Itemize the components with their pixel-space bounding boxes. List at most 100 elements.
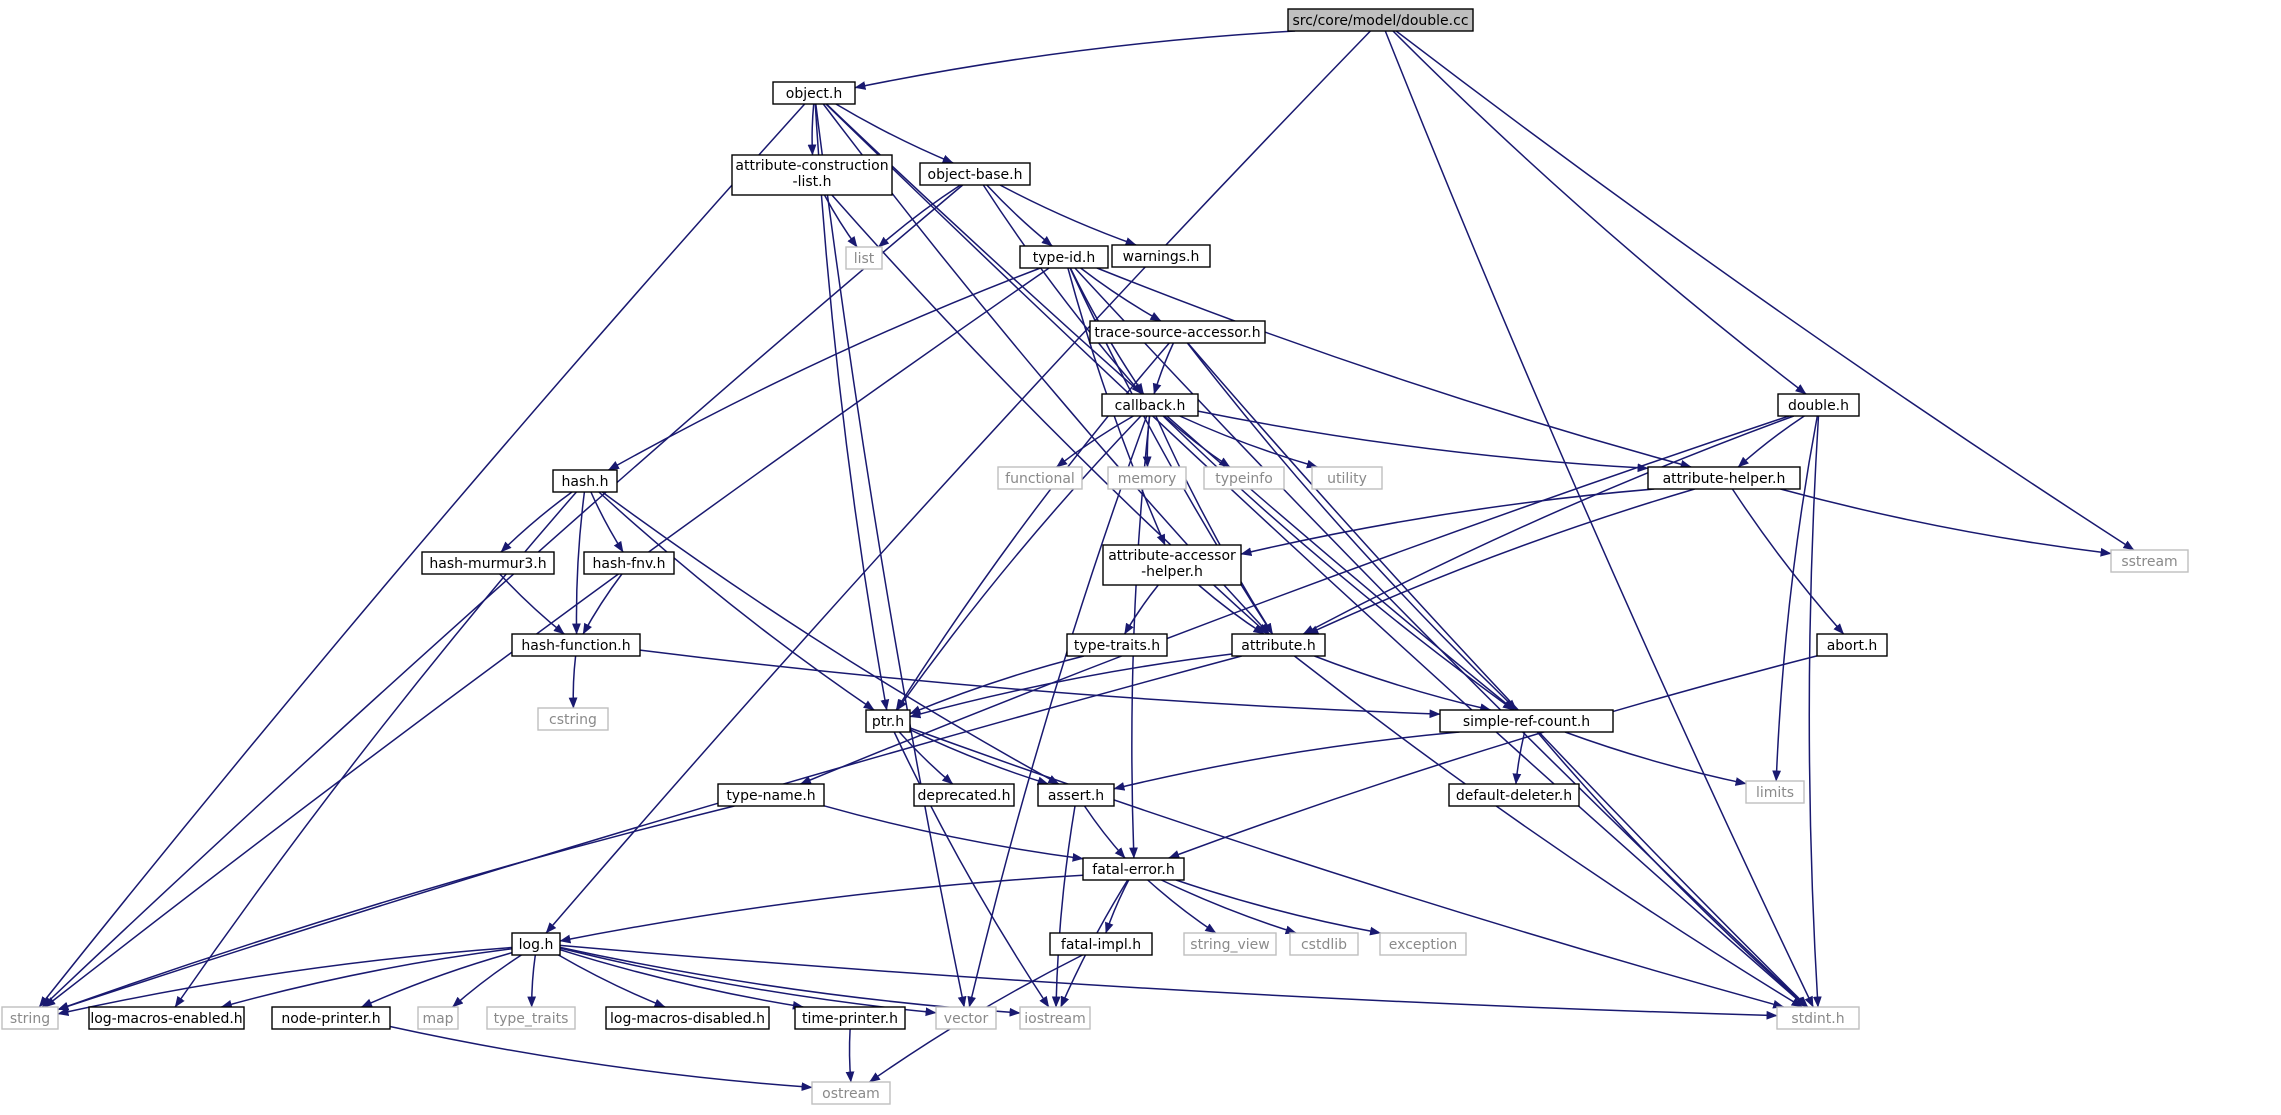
edge-assert_h-to-fatal_error	[1083, 805, 1126, 859]
edge-simple_ref-to-assert_h	[1113, 731, 1460, 791]
node-attribute_h[interactable]: attribute.h	[1231, 633, 1326, 657]
edge-type_id-to-string	[44, 267, 1050, 1008]
node-label: vector	[944, 1011, 989, 1027]
node-label: string_view	[1190, 937, 1269, 953]
node-label: hash.h	[562, 474, 609, 490]
node-label: double.h	[1788, 398, 1849, 414]
node-label: limits	[1756, 785, 1794, 801]
edge-root-to-object_h	[854, 30, 1296, 90]
node-type_traits_h[interactable]: type-traits.h	[1066, 633, 1168, 657]
node-node_printer[interactable]: node-printer.h	[271, 1006, 391, 1030]
edge-attr_accessor-to-type_traits_h	[1123, 584, 1159, 635]
edge-fatal_error-to-log_h	[559, 874, 1084, 944]
nodes-layer: src/core/model/double.cc object.h attribut…	[1, 8, 2189, 1105]
node-label: simple-ref-count.h	[1463, 714, 1590, 730]
node-type_name[interactable]: type-name.h	[717, 783, 825, 807]
node-log_disabled[interactable]: log-macros-disabled.h	[605, 1006, 770, 1030]
node-abort_h[interactable]: abort.h	[1816, 633, 1888, 657]
node-hash_function[interactable]: hash-function.h	[511, 633, 641, 657]
node-label: hash-murmur3.h	[429, 556, 546, 572]
edge-assert_h-to-iostream	[1051, 805, 1076, 1008]
node-box	[1231, 633, 1326, 657]
node-hash_fnv[interactable]: hash-fnv.h	[583, 551, 675, 575]
node-hash_murmur[interactable]: hash-murmur3.h	[421, 551, 555, 575]
node-exception: exception	[1379, 932, 1467, 956]
node-list: list	[845, 246, 883, 270]
node-label: ostream	[822, 1086, 880, 1102]
node-box	[1647, 466, 1801, 490]
node-attr_construction[interactable]: attribute-construction-list.h	[731, 154, 893, 196]
node-fatal_error[interactable]: fatal-error.h	[1082, 857, 1185, 881]
edge-callback-to-attribute_h	[1155, 415, 1274, 635]
node-hash_h[interactable]: hash.h	[552, 469, 618, 493]
node-attr_helper[interactable]: attribute-helper.h	[1647, 466, 1801, 490]
node-typeinfo: typeinfo	[1203, 466, 1285, 490]
edge-fatal_error-to-exception	[1175, 879, 1382, 936]
node-ptr_h[interactable]: ptr.h	[865, 709, 911, 733]
edge-type_traits_h-to-ptr_h	[909, 655, 1085, 715]
edge-type_id-to-attr_helper	[1096, 267, 1692, 469]
node-root: src/core/model/double.cc	[1287, 8, 1474, 32]
node-functional: functional	[997, 466, 1083, 490]
node-double_h[interactable]: double.h	[1777, 393, 1860, 417]
node-box	[1049, 932, 1153, 956]
edge-object_h-to-attr_construction	[807, 103, 817, 156]
node-box	[1776, 1006, 1860, 1030]
edge-object_h-to-string	[38, 103, 806, 1008]
edge-double_h-to-type_name	[799, 415, 1790, 785]
edge-callback-to-functional	[1056, 415, 1134, 468]
node-trace_source[interactable]: trace-source-accessor.h	[1089, 320, 1266, 344]
node-label: -list.h	[793, 174, 832, 190]
node-box	[865, 709, 911, 733]
node-label: log.h	[519, 937, 554, 953]
node-label: deprecated.h	[917, 788, 1010, 804]
node-warnings[interactable]: warnings.h	[1111, 244, 1211, 268]
edge-callback-to-ptr_h	[896, 415, 1142, 711]
edge-type_id-to-stdint	[1074, 267, 1808, 1008]
edge-abort_h-to-fatal_error	[1168, 655, 1818, 859]
node-log_h[interactable]: log.h	[511, 932, 561, 956]
node-log_enabled[interactable]: log-macros-enabled.h	[88, 1006, 245, 1030]
edge-double_h-to-attribute_h	[1302, 415, 1795, 635]
node-box	[772, 81, 856, 105]
node-box	[1287, 8, 1474, 32]
node-attr_accessor[interactable]: attribute-accessor-helper.h	[1102, 544, 1242, 586]
node-box	[1102, 544, 1242, 586]
node-stdint: stdint.h	[1776, 1006, 1860, 1030]
edge-attr_helper-to-sstream	[1780, 488, 2112, 557]
node-assert_h[interactable]: assert.h	[1037, 783, 1115, 807]
node-map: map	[417, 1006, 459, 1030]
node-object_h[interactable]: object.h	[772, 81, 856, 105]
node-box	[731, 154, 893, 196]
edge-ptr_h-to-assert_h	[909, 729, 1049, 786]
node-box	[1448, 783, 1580, 807]
node-label: callback.h	[1115, 398, 1186, 414]
node-default_deleter[interactable]: default-deleter.h	[1448, 783, 1580, 807]
node-object_base[interactable]: object-base.h	[919, 162, 1031, 186]
edge-callback-to-typeinfo	[1163, 415, 1231, 468]
node-box	[1745, 780, 1805, 804]
edge-double_h-to-stdint	[1808, 415, 1822, 1008]
node-label: memory	[1118, 471, 1177, 487]
node-utility: utility	[1311, 466, 1383, 490]
edge-callback-to-attr_helper	[1197, 410, 1649, 473]
node-deprecated[interactable]: deprecated.h	[913, 783, 1015, 807]
node-label: string	[10, 1011, 50, 1027]
node-callback[interactable]: callback.h	[1101, 393, 1199, 417]
node-vector: vector	[935, 1006, 997, 1030]
node-simple_ref[interactable]: simple-ref-count.h	[1439, 709, 1614, 733]
edge-attr_helper-to-abort_h	[1731, 488, 1845, 635]
node-label: functional	[1005, 471, 1075, 487]
node-fatal_impl[interactable]: fatal-impl.h	[1049, 932, 1153, 956]
edge-callback-to-utility	[1179, 415, 1318, 469]
node-label: ptr.h	[872, 714, 904, 730]
node-box	[1066, 633, 1168, 657]
edge-object_h-to-object_base	[835, 103, 954, 164]
node-type_id[interactable]: type-id.h	[1019, 245, 1109, 269]
node-limits: limits	[1745, 780, 1805, 804]
node-time_printer[interactable]: time-printer.h	[794, 1006, 906, 1030]
node-label: node-printer.h	[281, 1011, 380, 1027]
edge-type_id-to-trace_source	[1080, 267, 1162, 322]
node-box	[1311, 466, 1383, 490]
